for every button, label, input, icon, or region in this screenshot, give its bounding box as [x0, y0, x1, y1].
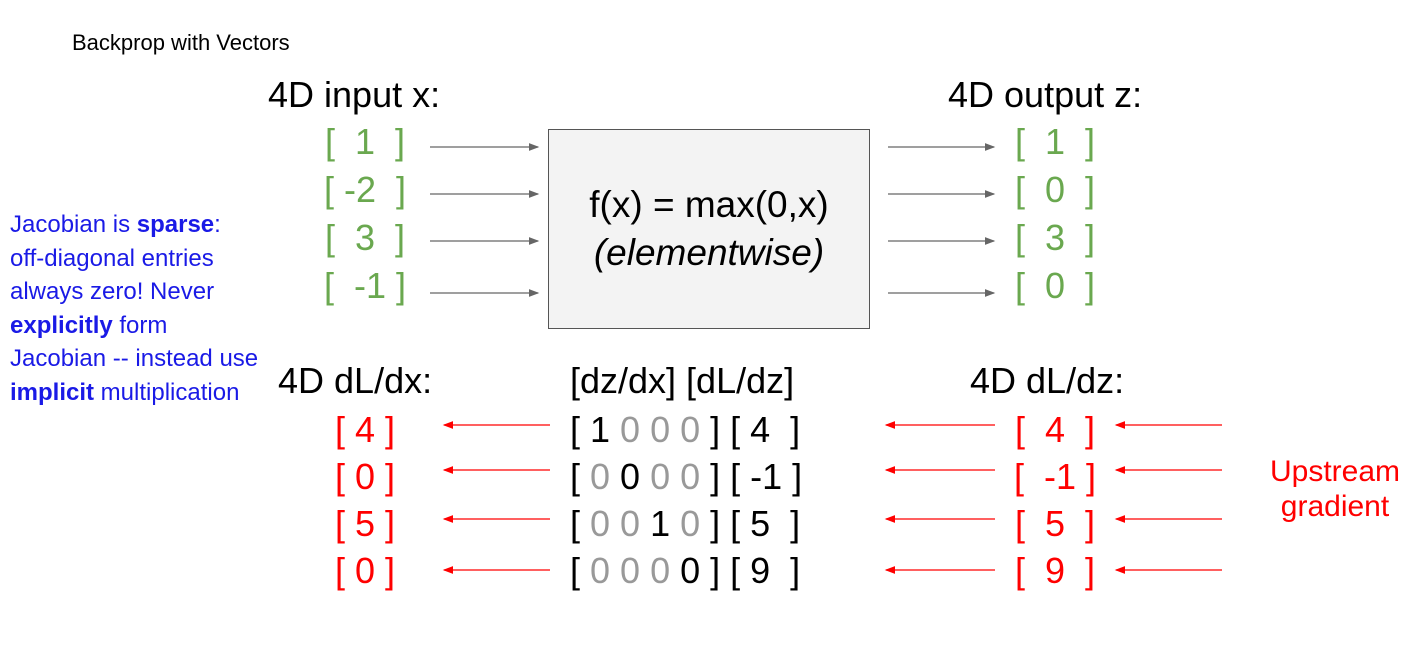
- input-element-3: [ -1 ]: [323, 265, 407, 306]
- output-element-2: [ 3 ]: [1014, 217, 1096, 258]
- function-box: f(x) = max(0,x) (elementwise): [548, 129, 870, 329]
- jacobian-cell: 0: [610, 409, 641, 450]
- jacobian-cell: 0: [590, 456, 611, 497]
- sparsity-note: Jacobian is sparse: off-diagonal entries…: [10, 211, 259, 406]
- jacobian-cell: 0: [610, 550, 641, 591]
- input-element-1: [ -2 ]: [323, 169, 407, 210]
- jacobian-row-0: [ 1 0 0 0 ] [ 4 ]: [570, 409, 801, 450]
- dldz-header: 4D dL/dz:: [970, 360, 1125, 401]
- jacobian-cell: 0: [670, 456, 701, 497]
- jacobian-cell: 0: [590, 550, 611, 591]
- jacobian-cell: 0: [590, 503, 611, 544]
- jacobian-cell: 0: [670, 550, 701, 591]
- jacobian-cell: 0: [640, 456, 671, 497]
- dldx-element-0: [ 4 ]: [334, 409, 396, 450]
- jacobian-cell: 0: [640, 550, 671, 591]
- output-element-1: [ 0 ]: [1014, 169, 1096, 210]
- jacobian-cell: 0: [670, 409, 701, 450]
- input-header: 4D input x:: [268, 74, 441, 115]
- dldz-element-2: [ 5 ]: [1014, 503, 1096, 544]
- output-element-0: [ 1 ]: [1014, 121, 1096, 162]
- output-element-3: [ 0 ]: [1014, 265, 1096, 306]
- input-element-2: [ 3 ]: [324, 217, 406, 258]
- dldz-element-1: [ -1 ]: [1013, 456, 1097, 497]
- upstream-gradient-label: Upstream gradient: [1269, 455, 1401, 523]
- function-mode: (elementwise): [593, 232, 825, 273]
- jacobian-cell: 0: [610, 456, 641, 497]
- jacobian-header: [dz/dx] [dL/dz]: [570, 360, 795, 401]
- jacobian-cell: 1: [640, 503, 671, 544]
- dldx-element-2: [ 5 ]: [334, 503, 396, 544]
- function-formula: f(x) = max(0,x): [589, 184, 829, 225]
- input-element-0: [ 1 ]: [324, 121, 406, 162]
- dldx-element-1: [ 0 ]: [334, 456, 396, 497]
- jacobian-row-1: [ 0 0 0 0 ] [ -1 ]: [570, 456, 803, 497]
- dldx-header: 4D dL/dx:: [278, 360, 433, 401]
- jacobian-row-3: [ 0 0 0 0 ] [ 9 ]: [570, 550, 801, 591]
- jacobian-cell: 0: [670, 503, 701, 544]
- dldz-element-0: [ 4 ]: [1014, 409, 1096, 450]
- jacobian-cell: 1: [590, 409, 611, 450]
- slide-title: Backprop with Vectors: [72, 30, 290, 55]
- jacobian-row-2: [ 0 0 1 0 ] [ 5 ]: [570, 503, 801, 544]
- dldx-element-3: [ 0 ]: [334, 550, 396, 591]
- jacobian-cell: 0: [610, 503, 641, 544]
- dldz-element-3: [ 9 ]: [1014, 550, 1096, 591]
- jacobian-cell: 0: [640, 409, 671, 450]
- output-header: 4D output z:: [948, 74, 1143, 115]
